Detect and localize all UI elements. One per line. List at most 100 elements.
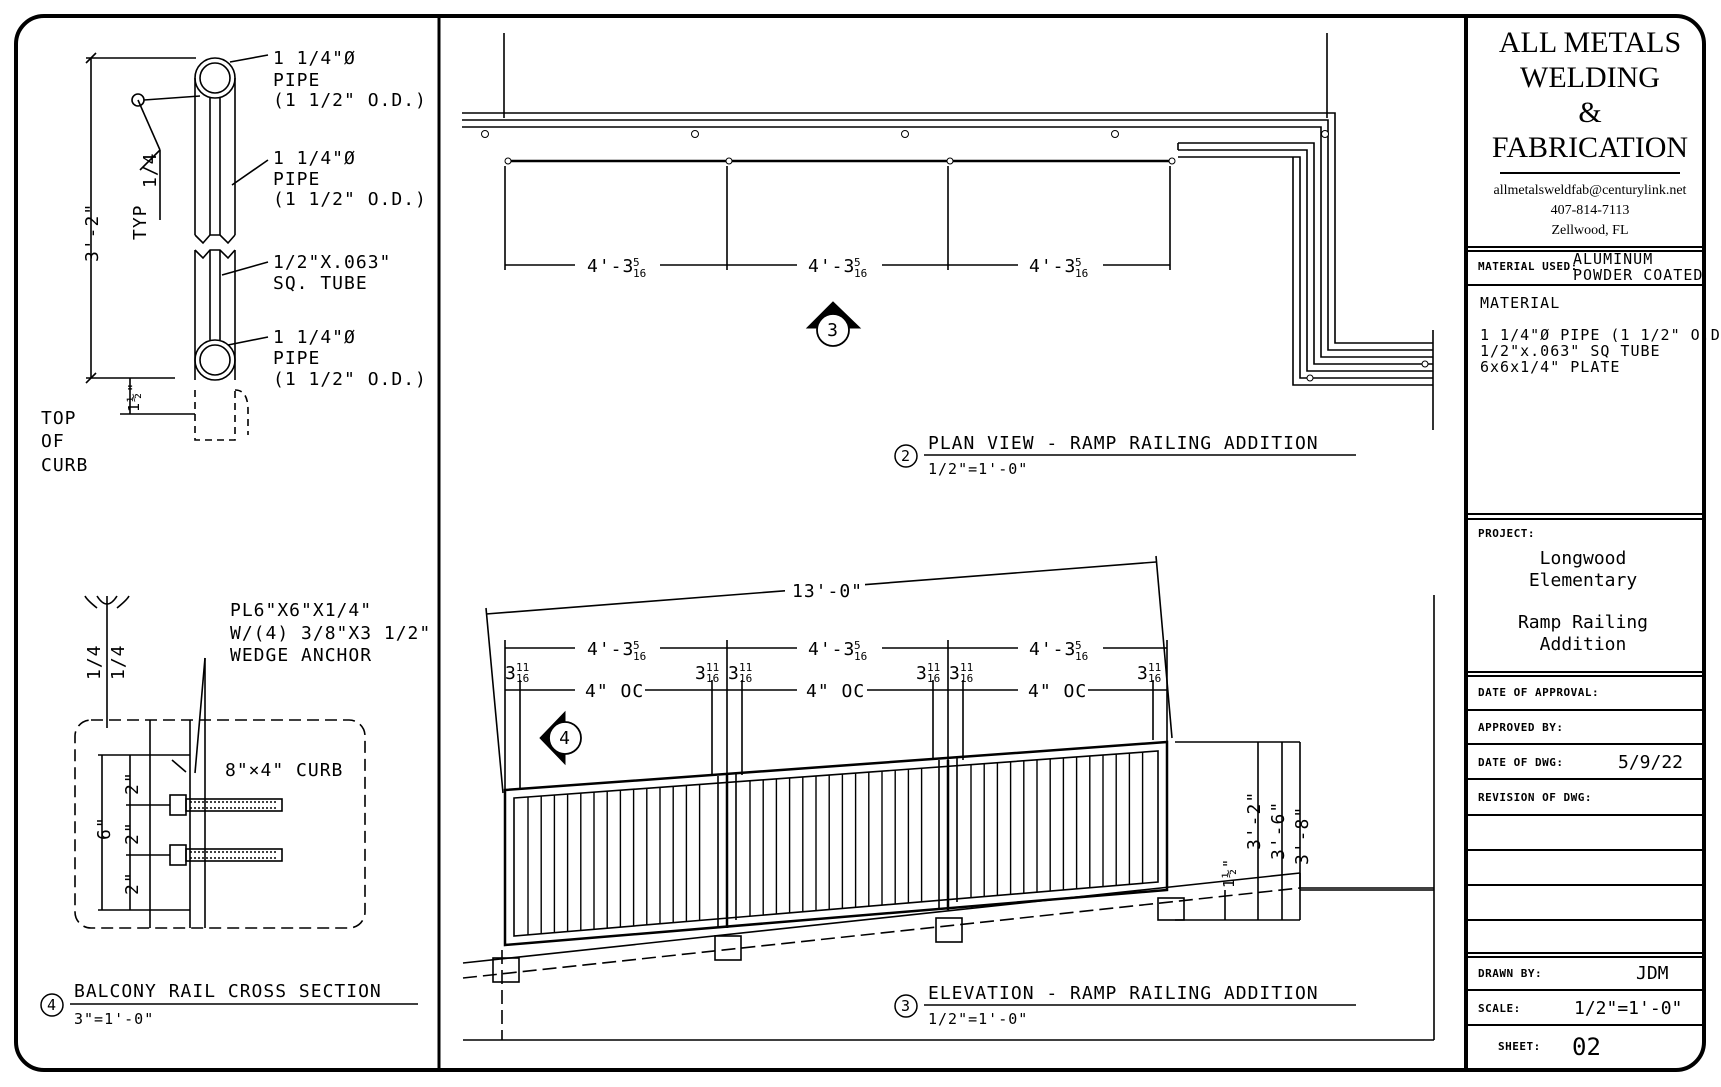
material-item-3: 6x6x1/4" PLATE bbox=[1480, 358, 1620, 376]
plan-view-marks: 4'-3 5 16 4'-3 5 16 4'-3 5 16 3 2 PLAN V… bbox=[481, 130, 1429, 478]
curb-gap: 1½" bbox=[125, 382, 143, 412]
company-phone: 407-814-7113 bbox=[1551, 203, 1630, 218]
pipe-mid-label-3: (1 1/2" O.D.) bbox=[273, 189, 427, 210]
rail-section-labels: 1 1/4"Ø PIPE (1 1/2" O.D.) 1 1/4"Ø PIPE … bbox=[41, 48, 427, 476]
section-marker-3: 3 bbox=[827, 320, 839, 341]
svg-text:16: 16 bbox=[1075, 650, 1088, 663]
plan-number-circle bbox=[894, 444, 918, 468]
balcony-detail-title: BALCONY RAIL CROSS SECTION bbox=[74, 981, 382, 1002]
plan-span-1: 4'-3 bbox=[587, 256, 634, 277]
balcony-detail-number: 4 bbox=[47, 996, 57, 1014]
weld-b: 1/4 bbox=[108, 644, 129, 680]
pipe-bot-label-1: 1 1/4"Ø bbox=[273, 327, 356, 348]
end-gap-5: 3 bbox=[949, 663, 961, 684]
tube-label-2: SQ. TUBE bbox=[273, 273, 368, 294]
project-line-2: Elementary bbox=[1529, 570, 1638, 591]
svg-text:11: 11 bbox=[960, 661, 973, 674]
dim-a: 2" bbox=[122, 771, 143, 795]
svg-text:11: 11 bbox=[516, 661, 529, 674]
plan-scale: 1/2"=1'-0" bbox=[928, 460, 1028, 478]
tube-label-1: 1/2"X.063" bbox=[273, 252, 391, 273]
sheet-border bbox=[14, 14, 1706, 1072]
elevation-number-circle bbox=[894, 994, 918, 1018]
elevation-span-3: 4'-3 bbox=[1029, 639, 1076, 660]
svg-text:16: 16 bbox=[1075, 267, 1088, 280]
svg-text:11: 11 bbox=[739, 661, 752, 674]
company-city: Zellwood, FL bbox=[1552, 223, 1629, 238]
material-item-2: 1/2"x.063" SQ TUBE bbox=[1480, 342, 1661, 360]
company-line-3: & bbox=[1578, 96, 1601, 129]
scale-label: SCALE: bbox=[1478, 1002, 1521, 1015]
svg-text:11: 11 bbox=[1148, 661, 1161, 674]
pipe-bot-label-2: PIPE bbox=[273, 348, 320, 369]
dim-c: 2" bbox=[122, 871, 143, 895]
pipe-top-label-3: (1 1/2" O.D.) bbox=[273, 90, 427, 111]
project-label: PROJECT: bbox=[1478, 527, 1535, 540]
plan-view bbox=[462, 33, 1434, 430]
date-of-approval-label: DATE OF APPROVAL: bbox=[1478, 686, 1599, 699]
plan-span-2: 4'-3 bbox=[808, 256, 855, 277]
svg-text:16: 16 bbox=[633, 267, 646, 280]
pipe-top-label-2: PIPE bbox=[273, 70, 320, 91]
svg-text:11: 11 bbox=[927, 661, 940, 674]
plan-number: 2 bbox=[901, 447, 911, 465]
dim-total: 6" bbox=[94, 816, 115, 840]
elevation-dim-a: 3'-2" bbox=[1244, 791, 1265, 850]
drawn-by-value: JDM bbox=[1636, 963, 1669, 984]
company-line-4: FABRICATION bbox=[1492, 131, 1688, 164]
material-used-value-1: ALUMINUM bbox=[1573, 250, 1653, 268]
approved-by-label: APPROVED BY: bbox=[1478, 721, 1563, 734]
svg-text:16: 16 bbox=[854, 267, 867, 280]
typ-label: TYP bbox=[130, 204, 151, 240]
dim-b: 2" bbox=[122, 821, 143, 845]
project-line-5: Addition bbox=[1540, 634, 1627, 655]
material-used-label: MATERIAL USED: bbox=[1478, 260, 1578, 273]
date-of-dwg-value: 5/9/22 bbox=[1618, 752, 1683, 773]
elevation-view bbox=[462, 555, 1435, 1041]
sheet-label: SHEET: bbox=[1498, 1040, 1541, 1053]
end-gap-3: 3 bbox=[728, 663, 740, 684]
svg-text:5: 5 bbox=[854, 256, 861, 269]
elevation-curb-gap: 1½" bbox=[1220, 858, 1238, 888]
oc-1: 4" OC bbox=[585, 681, 644, 702]
svg-text:5: 5 bbox=[633, 639, 640, 652]
weld-size: 1/4 bbox=[140, 152, 161, 188]
elevation-dim-b: 3'-6" bbox=[1268, 801, 1289, 860]
elevation-dim-c: 3'-8" bbox=[1292, 806, 1313, 865]
svg-text:16: 16 bbox=[1148, 672, 1161, 685]
svg-text:16: 16 bbox=[706, 672, 719, 685]
svg-text:5: 5 bbox=[854, 639, 861, 652]
plate-label-1: PL6"X6"X1/4" bbox=[230, 600, 372, 621]
elevation-labels: 13'-0" 4'-3 5 16 4'-3 5 16 4'-3 5 16 3 1… bbox=[505, 580, 1356, 1028]
balcony-detail-number-circle bbox=[40, 993, 64, 1017]
svg-text:16: 16 bbox=[960, 672, 973, 685]
drawn-by-label: DRAWN BY: bbox=[1478, 967, 1542, 980]
balcony-labels: PL6"X6"X1/4" W/(4) 3/8"X3 1/2" WEDGE ANC… bbox=[40, 600, 430, 1028]
scale-value: 1/2"=1'-0" bbox=[1574, 998, 1682, 1019]
elevation-number: 3 bbox=[901, 997, 911, 1015]
oc-2: 4" OC bbox=[806, 681, 865, 702]
svg-text:16: 16 bbox=[633, 650, 646, 663]
top-of-curb-1: TOP bbox=[41, 408, 77, 429]
section-marker-4-circle bbox=[548, 721, 582, 755]
svg-text:5: 5 bbox=[1075, 256, 1082, 269]
pipe-mid-label-2: PIPE bbox=[273, 169, 320, 190]
title-block: ALL METALS WELDING & FABRICATION allmeta… bbox=[1466, 26, 1721, 1061]
pipe-mid-label-1: 1 1/4"Ø bbox=[273, 148, 356, 169]
section-marker-3-circle bbox=[816, 313, 850, 347]
svg-text:16: 16 bbox=[516, 672, 529, 685]
project-line-4: Ramp Railing bbox=[1518, 612, 1648, 633]
elevation-span-2: 4'-3 bbox=[808, 639, 855, 660]
elevation-title: ELEVATION - RAMP RAILING ADDITION bbox=[928, 983, 1319, 1004]
top-of-curb-2: OF bbox=[41, 431, 65, 452]
svg-text:16: 16 bbox=[739, 672, 752, 685]
end-gap-2: 3 bbox=[695, 663, 707, 684]
svg-text:5: 5 bbox=[1075, 639, 1082, 652]
revision-label: REVISION OF DWG: bbox=[1478, 791, 1592, 804]
svg-text:5: 5 bbox=[633, 256, 640, 269]
plan-title: PLAN VIEW - RAMP RAILING ADDITION bbox=[928, 433, 1319, 454]
project-line-1: Longwood bbox=[1540, 548, 1627, 569]
top-of-curb-3: CURB bbox=[41, 455, 88, 476]
date-of-dwg-label: DATE OF DWG: bbox=[1478, 756, 1563, 769]
